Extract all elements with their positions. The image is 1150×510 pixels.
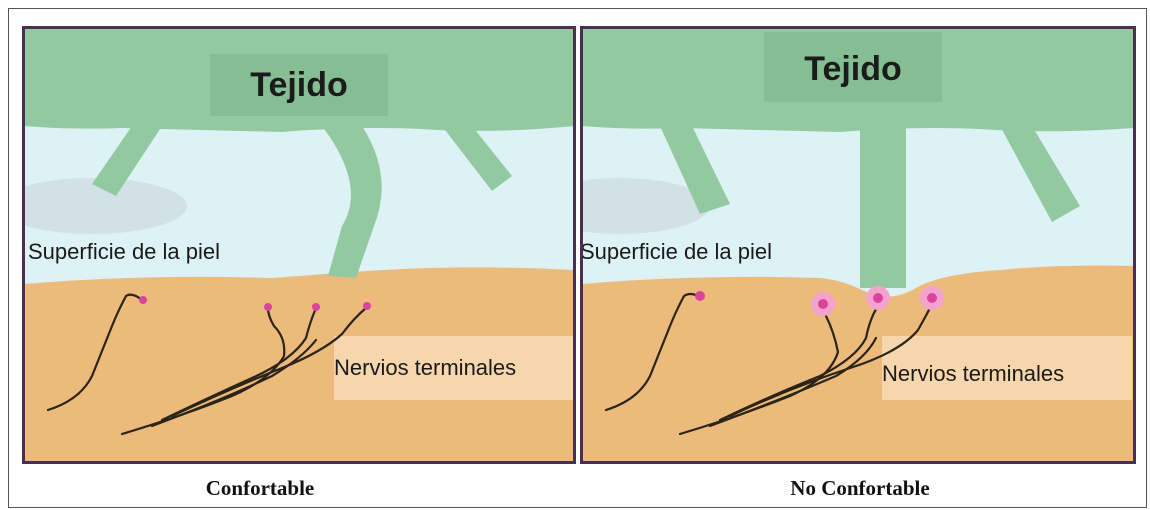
panel-uncomfortable-illustration: Tejido Superficie de la piel Nervios ter…	[580, 26, 1136, 464]
nerve-fiber	[604, 292, 700, 412]
nerve-endings-label: Nervios terminales	[882, 361, 1064, 386]
skin-layer	[24, 267, 574, 462]
panel-uncomfortable: Tejido Superficie de la piel Nervios ter…	[580, 26, 1136, 464]
nerve-bundle	[604, 292, 934, 436]
tissue-fiber	[660, 126, 730, 214]
nerve-fiber	[160, 306, 318, 422]
tissue-fiber	[1000, 126, 1080, 222]
nerve-fiber	[708, 336, 878, 428]
skin-layer	[582, 265, 1134, 462]
nerve-label-bg	[334, 336, 574, 400]
panel-border	[580, 26, 1136, 464]
nerve-ending	[264, 303, 272, 311]
tissue-label: Tejido	[250, 66, 348, 104]
tissue-fiber	[92, 126, 162, 196]
panel-comfortable: Tejido Superficie de la piel Nervios ter…	[22, 26, 576, 464]
nerve-ending-irritated	[873, 293, 883, 303]
nerve-fiber	[728, 302, 934, 418]
nerve-ending	[312, 303, 320, 311]
panel-border	[22, 26, 576, 464]
nerve-ending-irritated	[818, 299, 828, 309]
tissue-label-bg	[764, 32, 942, 102]
nerve-ending	[139, 296, 147, 304]
nerve-ending	[363, 302, 371, 310]
nerve-label-bg	[882, 336, 1132, 400]
tissue-fiber-pressing	[860, 126, 906, 288]
panel-comfortable-illustration: Tejido Superficie de la piel Nervios ter…	[22, 26, 576, 464]
nerve-ending	[695, 291, 705, 301]
tissue-fiber	[442, 126, 512, 191]
shadow-cloud	[580, 178, 710, 234]
nerve-ending-irritated	[927, 293, 937, 303]
caption-comfortable: Confortable	[205, 476, 315, 500]
tissue-fiber	[322, 126, 382, 278]
shadow-cloud	[22, 178, 187, 234]
nerve-fiber	[46, 293, 144, 412]
tissue-label-bg	[210, 54, 388, 116]
nerve-endings-label: Nervios terminales	[334, 355, 516, 380]
skin-surface-label: Superficie de la piel	[580, 239, 772, 264]
nerve-fiber	[170, 306, 368, 418]
tissue-label: Tejido	[804, 50, 902, 88]
figure-frame	[8, 8, 1147, 508]
nerve-fiber	[150, 338, 318, 428]
caption-uncomfortable: No Confortable	[790, 476, 930, 500]
nerve-bundle	[46, 293, 368, 436]
skin-surface-label: Superficie de la piel	[28, 239, 220, 264]
